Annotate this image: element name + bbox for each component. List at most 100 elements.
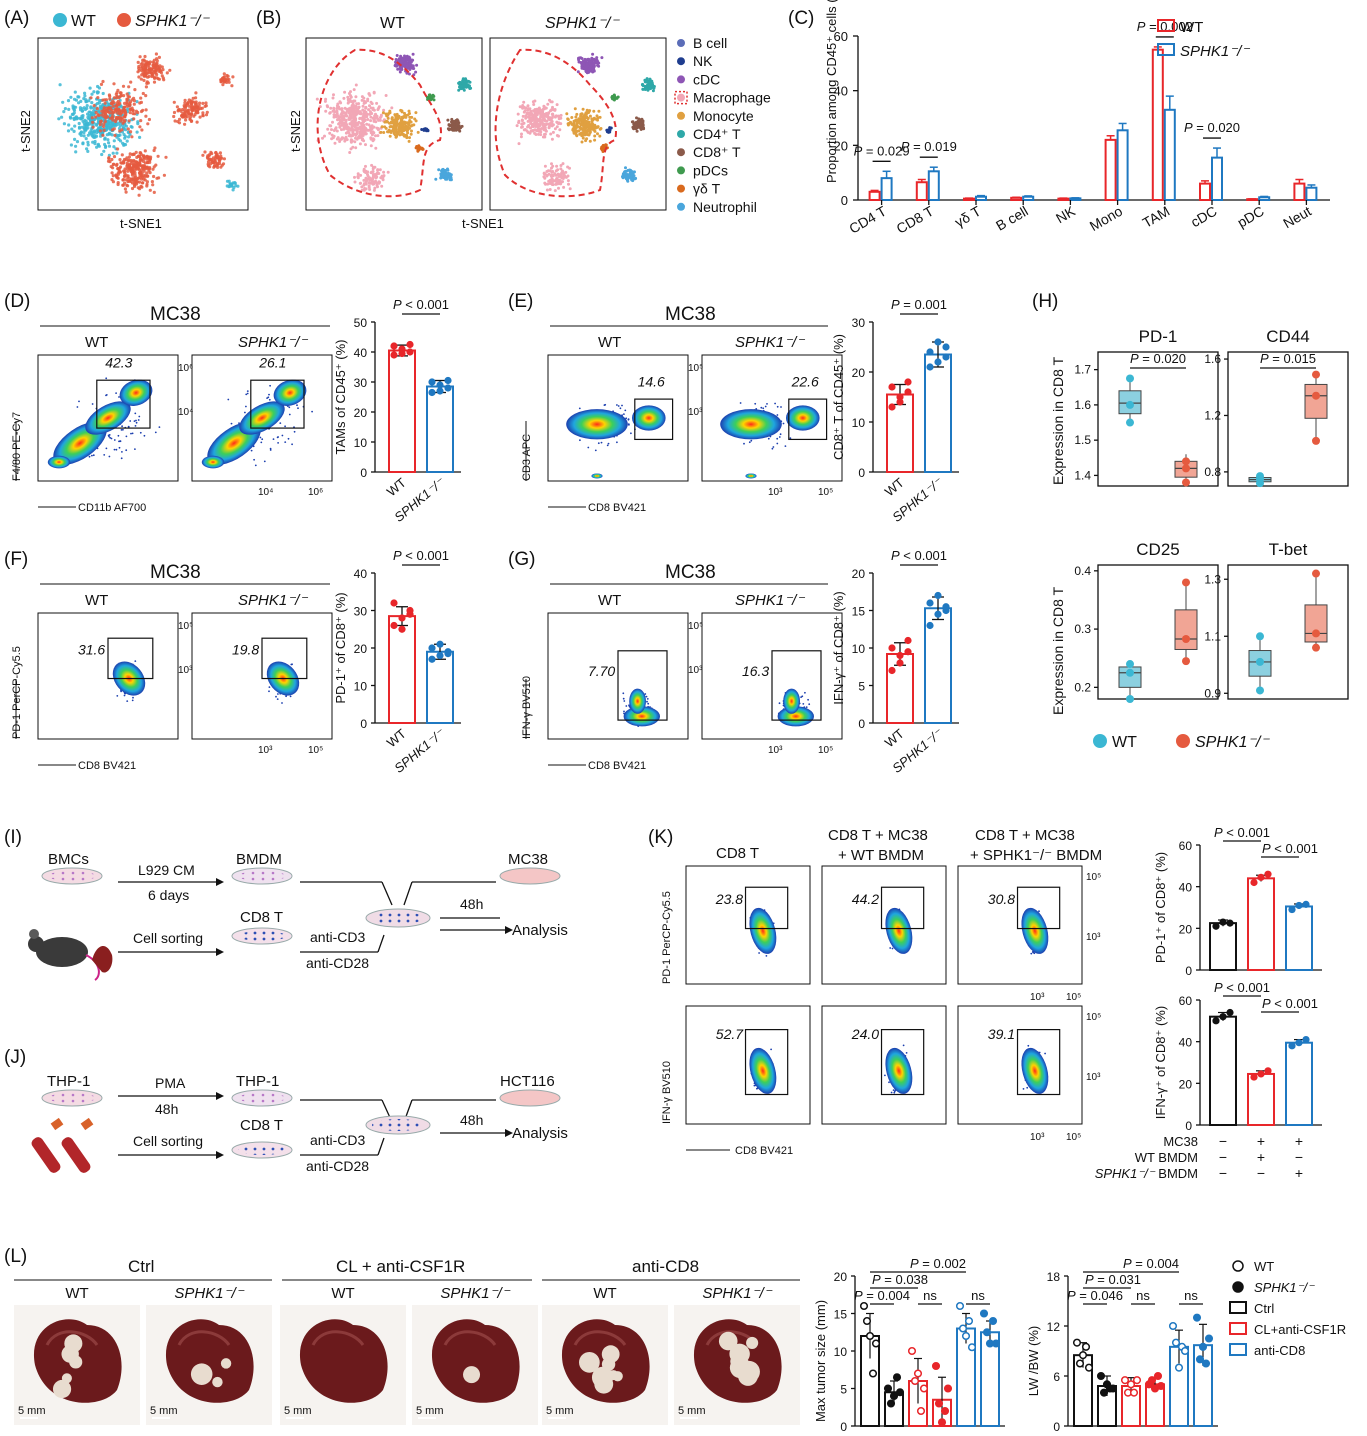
density-blob (749, 1047, 777, 1094)
flow-plot: 24.0 (821, 1005, 947, 1125)
tsne-point (176, 109, 180, 113)
tsne-point (157, 69, 162, 74)
tsne-point (372, 125, 376, 129)
event-dot (805, 706, 808, 708)
tsne-point (359, 173, 363, 177)
y-tick-label: 10⁵ (178, 621, 193, 632)
label-anti-cd3: anti-CD3 (310, 929, 365, 945)
event-dot (154, 431, 157, 434)
tsne-point (548, 118, 552, 121)
plot-frame (685, 1005, 811, 1125)
tsne-point (222, 157, 226, 161)
k-title-2a: CD8 T + MC38 (828, 827, 928, 844)
tsne-point (571, 123, 575, 126)
tsne-point (140, 168, 144, 172)
bar (1022, 195, 1035, 202)
legend-swatch (677, 202, 685, 211)
panel-h-boxplots: Expression in CD8 T Expression in CD8 T … (1050, 327, 1349, 751)
tsne-point (168, 68, 172, 72)
tsne-point (399, 54, 403, 58)
tsne-point (187, 108, 191, 112)
tsne-point (118, 133, 122, 137)
label-cd8t: CD8 T (240, 1117, 283, 1134)
tsne-point (400, 123, 404, 127)
tsne-point (568, 121, 572, 125)
tsne-point (141, 181, 145, 185)
tsne-point (361, 118, 365, 122)
event-dot (774, 402, 776, 405)
tsne-point (133, 171, 137, 175)
tsne-point (458, 80, 462, 84)
ko-label: SPHK1⁻/⁻ (735, 334, 805, 351)
tsne-point (398, 70, 402, 74)
y-tick-label: 0 (858, 717, 865, 731)
tsne-point (324, 109, 328, 113)
tsne-point (161, 76, 165, 80)
event-dot (645, 695, 648, 698)
tsne-point (522, 121, 526, 125)
tsne-point (103, 113, 108, 117)
tsne-point (374, 120, 378, 124)
gate (1016, 886, 1061, 930)
event-dot (765, 955, 768, 957)
label-6days: 6 days (148, 887, 189, 903)
tsne-point (645, 79, 649, 83)
tsne-point (600, 56, 604, 60)
event-dot (275, 695, 277, 698)
tsne-point (110, 123, 114, 128)
tsne-point (562, 173, 566, 177)
tsne-point (58, 83, 62, 87)
tsne-point (353, 99, 357, 103)
tsne-point (389, 131, 393, 134)
tsne-point (580, 112, 584, 116)
x-tick-label: 10⁵ (818, 487, 833, 498)
p-value: P = 0.019 (901, 139, 957, 154)
event-dot (764, 405, 767, 408)
tsne-point (356, 172, 360, 176)
event-dot (1026, 1086, 1029, 1089)
x-tick-label: cDC (1188, 203, 1220, 230)
k-title-2b: + WT BMDM (838, 847, 924, 864)
event-dot (246, 392, 249, 395)
tsne-point (529, 129, 533, 133)
tsne-point (583, 122, 587, 126)
tsne-point (650, 84, 654, 88)
tsne-point (584, 65, 588, 69)
tsne-point (150, 71, 154, 76)
tsne-point (193, 106, 197, 111)
tsne-point (556, 168, 560, 172)
tsne-point (77, 126, 82, 130)
gate-percent: 44.2 (852, 891, 879, 907)
tsne-point (115, 115, 119, 120)
tsne-point (562, 185, 566, 189)
tsne-point (137, 75, 141, 79)
tsne-point (369, 171, 373, 175)
tsne-point (86, 115, 90, 119)
panel-d: MC38 WT SPHK1⁻/⁻ (40, 304, 330, 351)
tsne-point (175, 105, 179, 109)
tsne-point (123, 110, 127, 114)
tsne-point (363, 109, 367, 113)
y-tick-label: 20 (354, 406, 368, 420)
event-dot (105, 394, 108, 396)
data-point (436, 640, 444, 648)
x-tick-label: 10⁴ (258, 487, 273, 498)
data-point (444, 384, 452, 392)
data-point (926, 363, 934, 371)
tsne-point (108, 94, 112, 98)
tsne-point (553, 108, 557, 112)
p-value: P < 0.001 (393, 548, 449, 563)
tsne-point (588, 139, 592, 143)
bar (1010, 196, 1023, 202)
event-dot (287, 437, 290, 440)
data-point (926, 348, 934, 356)
tsne-point (360, 185, 364, 189)
tsne-point (394, 115, 398, 119)
tsne-point (388, 125, 392, 129)
tsne-point (152, 80, 157, 84)
data-point (926, 599, 934, 607)
tsne-point (189, 112, 193, 116)
tsne-point (355, 132, 359, 136)
tsne-point (132, 179, 136, 183)
tsne-point (110, 108, 114, 113)
